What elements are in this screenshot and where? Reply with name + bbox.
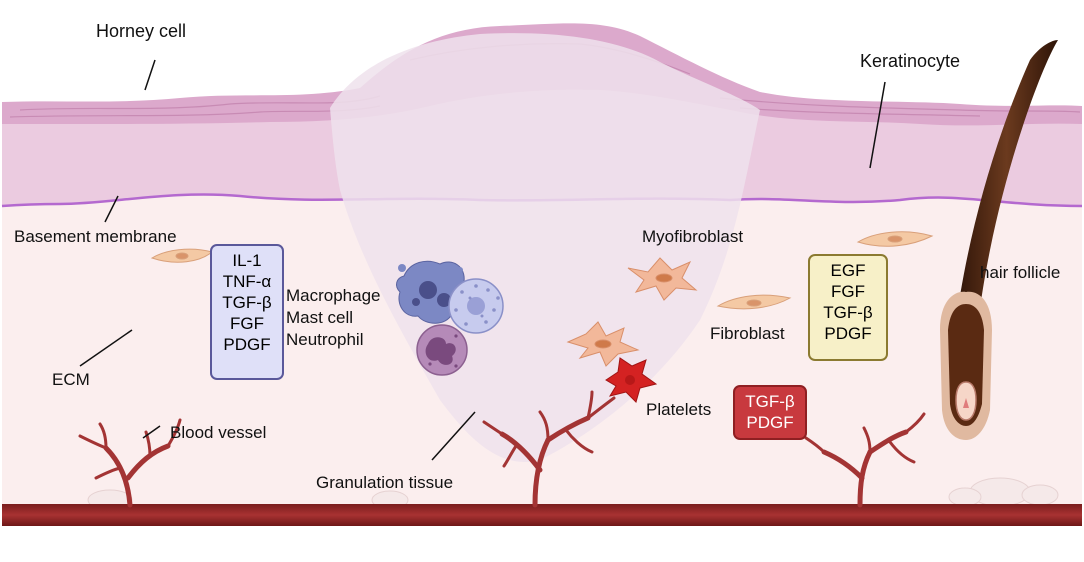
mast-cell	[448, 278, 504, 334]
cytokine-item: TNF-α	[222, 272, 272, 291]
growth-factor-box: EGF FGF TGF-β PDGF	[808, 254, 888, 361]
myofibroblast-cell	[566, 257, 698, 367]
blood-vessel-branch-right	[804, 412, 926, 508]
inflammatory-cytokine-box: IL-1 TNF-α TGF-β FGF PDGF	[210, 244, 284, 380]
cytokine-item: FGF	[230, 314, 264, 333]
platelet-factor-item: TGF-β	[745, 392, 795, 411]
growth-factor-item: TGF-β	[823, 303, 873, 322]
neutrophil-label: Neutrophil	[286, 330, 364, 349]
platelet-factor-item: PDGF	[746, 413, 794, 432]
platelet-cell	[605, 357, 658, 403]
growth-factor-item: EGF	[830, 261, 866, 280]
macrophage-label: Macrophage	[286, 286, 381, 305]
pointer-lines	[79, 59, 886, 461]
neutrophil-cell	[416, 324, 468, 376]
cytokine-item: TGF-β	[222, 293, 272, 312]
granulation-tissue-label: Granulation tissue	[316, 473, 454, 492]
platelet-factor-box: TGF-β PDGF	[733, 385, 807, 440]
horney-cell-label: Horney cell	[96, 21, 187, 41]
hair-follicle-label: hair follicle	[980, 263, 1061, 282]
blood-vessel-label: Blood vessel	[170, 423, 267, 442]
growth-factor-item: FGF	[831, 282, 865, 301]
fibroblast-cell	[150, 231, 934, 310]
blood-vessel-main	[2, 504, 1082, 526]
ecm-label: ECM	[52, 370, 90, 389]
blood-vessel-branch-center	[482, 390, 616, 508]
cytokine-item: PDGF	[223, 335, 271, 354]
hair-follicle	[940, 40, 1058, 440]
fibroblast-label: Fibroblast	[710, 324, 785, 343]
myofibroblast-label: Myofibroblast	[642, 227, 744, 246]
platelets-label: Platelets	[646, 400, 712, 419]
keratinocyte-label: Keratinocyte	[860, 51, 961, 71]
blood-vessel-branch-left	[78, 418, 182, 508]
basement-membrane-label: Basement membrane	[14, 227, 177, 246]
growth-factor-item: PDGF	[824, 324, 872, 343]
cytokine-item: IL-1	[232, 251, 262, 270]
mast-cell-label: Mast cell	[286, 308, 354, 327]
